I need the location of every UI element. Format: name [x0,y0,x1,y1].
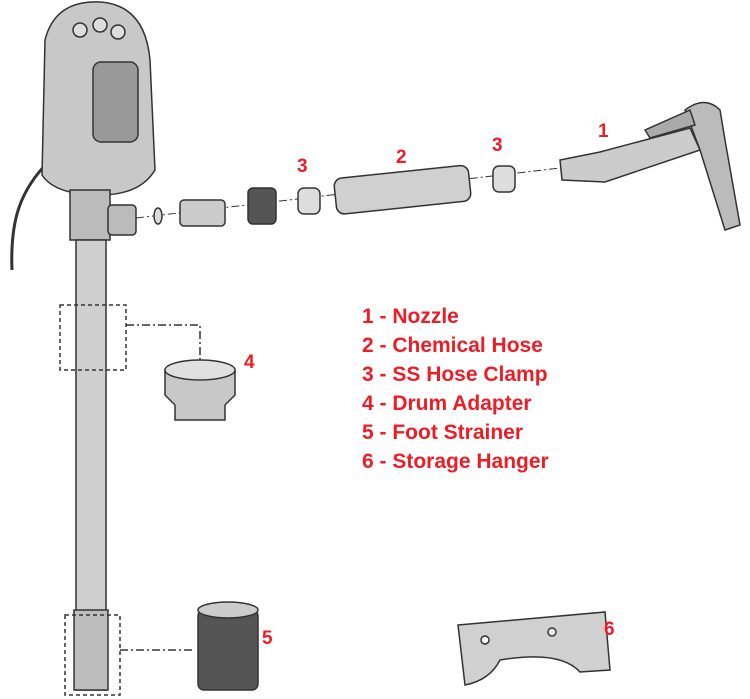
pump-head [69,189,111,241]
callout-clamp-left: 3 [297,156,308,177]
legend-item: 5 - Foot Strainer [362,421,524,444]
nozzle [559,127,702,183]
pump-outlet [107,204,137,236]
hose-clamp-right [492,165,516,193]
storage-hanger [457,611,611,686]
legend-item: 2 - Chemical Hose [362,334,543,357]
legend-item: 1 - Nozzle [362,305,459,328]
hose-barb [179,199,226,227]
callout-drum-adapter: 4 [244,352,255,373]
legend-item: 6 - Storage Hanger [362,450,549,473]
washer [153,207,163,225]
legend-item: 4 - Drum Adapter [362,392,532,415]
foot-strainer [197,609,259,691]
legend-item: 3 - SS Hose Clamp [362,363,548,386]
callout-hose: 2 [396,147,407,168]
chemical-hose [333,164,472,215]
drum-adapter [164,369,236,421]
hose-clamp-left [297,187,321,215]
nut [247,187,277,225]
callout-storage-hanger: 6 [604,619,615,640]
callout-clamp-right: 3 [492,135,503,156]
parts-legend: 1 - Nozzle 2 - Chemical Hose 3 - SS Hose… [362,302,549,476]
callout-nozzle: 1 [598,121,609,142]
power-cord [10,158,52,271]
callout-foot-strainer: 5 [262,628,273,649]
motor-switch [92,61,139,143]
drum-bung-outline [59,304,127,371]
